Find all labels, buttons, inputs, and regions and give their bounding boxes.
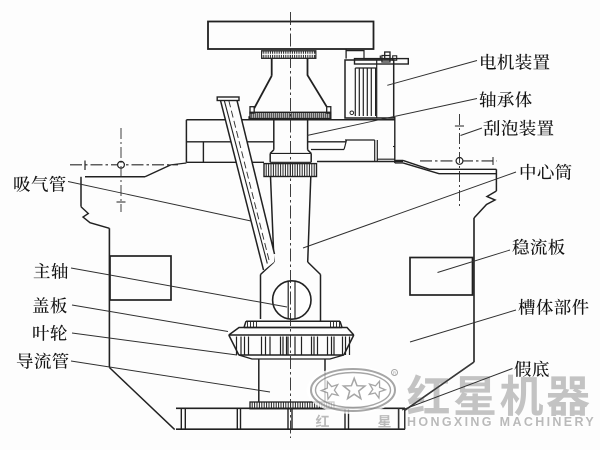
svg-text:R: R	[393, 371, 397, 376]
svg-text:HONGXING MACHINERY: HONGXING MACHINERY	[407, 415, 596, 429]
